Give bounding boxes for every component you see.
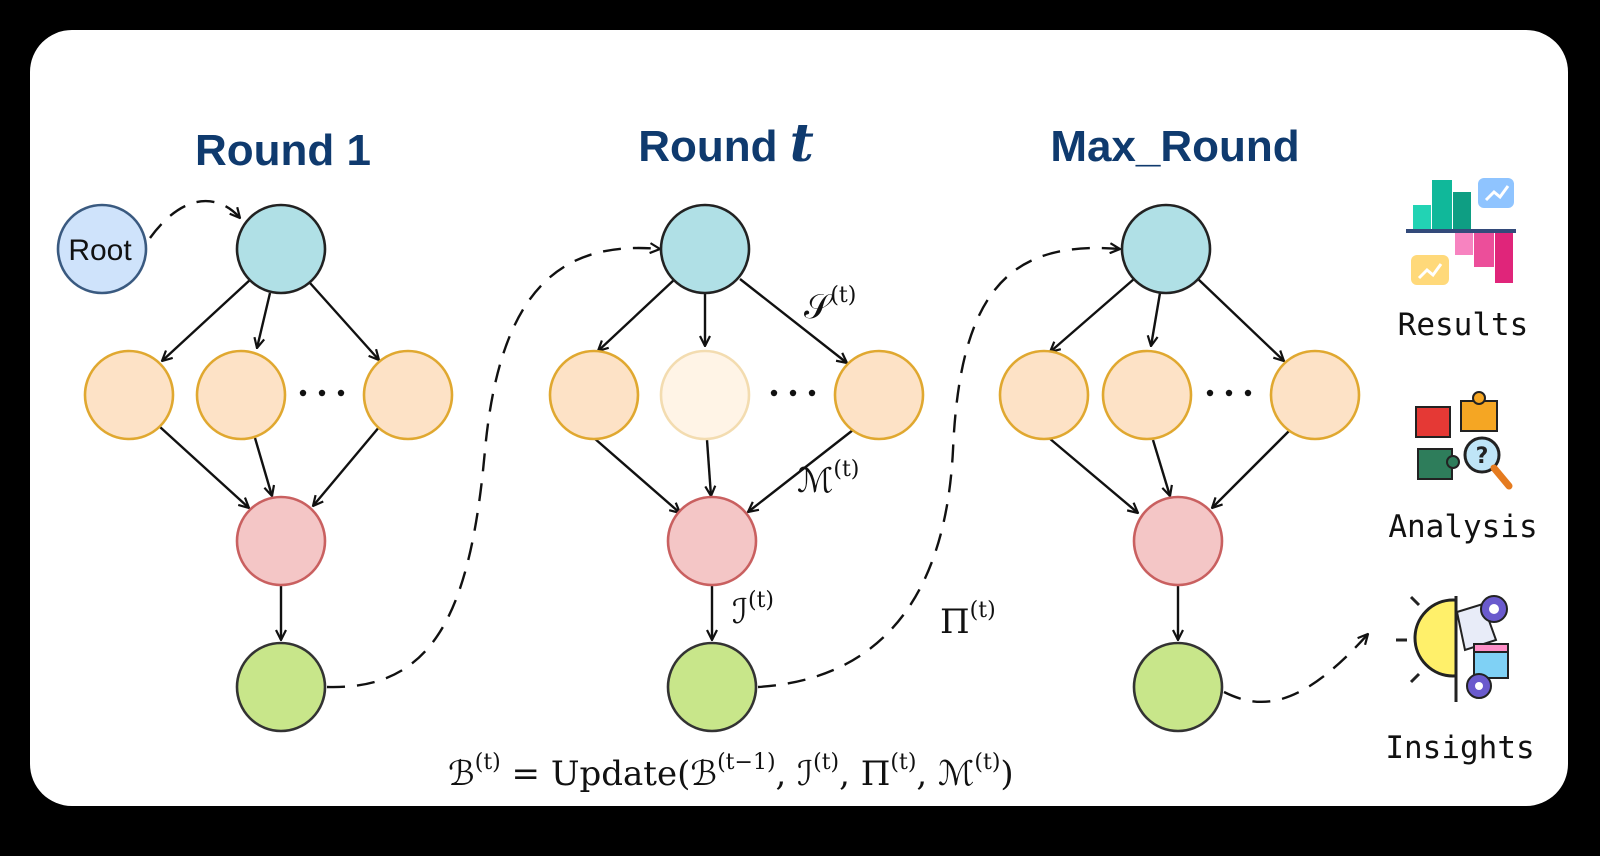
round-1-to-round-t-connector [326,248,660,689]
round-1-select-node [235,203,327,295]
puzzle-magnifier-icon: ? [1415,391,1513,490]
insights-label: Insights [1385,730,1534,766]
svg-text:?: ? [1476,444,1489,469]
label-M: ℳ(t) [797,457,859,501]
round-t-output-node [666,641,758,733]
bar-chart-icon [1406,178,1516,285]
max-round-candidate-node [998,349,1090,441]
max-round-candidate-node [1269,349,1361,441]
label-S: 𝒮(t) [804,283,856,327]
max-round-merge-node [1132,495,1224,587]
max-round-ellipsis [1206,389,1252,397]
round-t-candidate-node [548,349,640,441]
update-equation: ℬ(t) = Update(ℬ(t−1), ℐ(t), Π(t), ℳ(t)) [448,750,1014,794]
round-1-ellipsis [299,389,345,397]
round-t-select-node [659,203,751,295]
round-1-candidate-node [195,349,287,441]
lightbulb-gears-icon [1396,595,1509,702]
max-round-graph [998,203,1361,733]
max-round-to-insights-connector [1223,634,1368,703]
round-1-candidate-node [362,349,454,441]
round-t-merge-node [666,495,758,587]
label-I: ℐ(t) [732,588,774,632]
root-to-round1-arrow [149,199,240,239]
round-t-to-max-round-connector [757,248,1120,689]
round-t-title: Round t [638,113,814,174]
round-t-candidate-node [833,349,925,441]
root-node: Root [56,203,148,295]
round-1-candidate-node [83,349,175,441]
round-1-output-node [235,641,327,733]
analysis-label: Analysis [1388,509,1537,545]
results-label: Results [1398,307,1529,343]
max-round-candidate-node [1101,349,1193,441]
label-Pi: Π(t) [940,598,996,642]
root-label: Root [68,234,132,267]
round-1-graph [83,203,454,733]
max-round-title: Max_Round [1050,122,1299,171]
max-round-select-node [1120,203,1212,295]
round-t-ellipsis [770,389,816,397]
max-round-output-node [1132,641,1224,733]
round-1-merge-node [235,495,327,587]
round-1-title: Round 1 [195,126,371,175]
round-t-pruned-candidate-node [659,349,751,441]
round-t-graph: 𝒮(t) ℳ(t) ℐ(t) [548,203,925,733]
